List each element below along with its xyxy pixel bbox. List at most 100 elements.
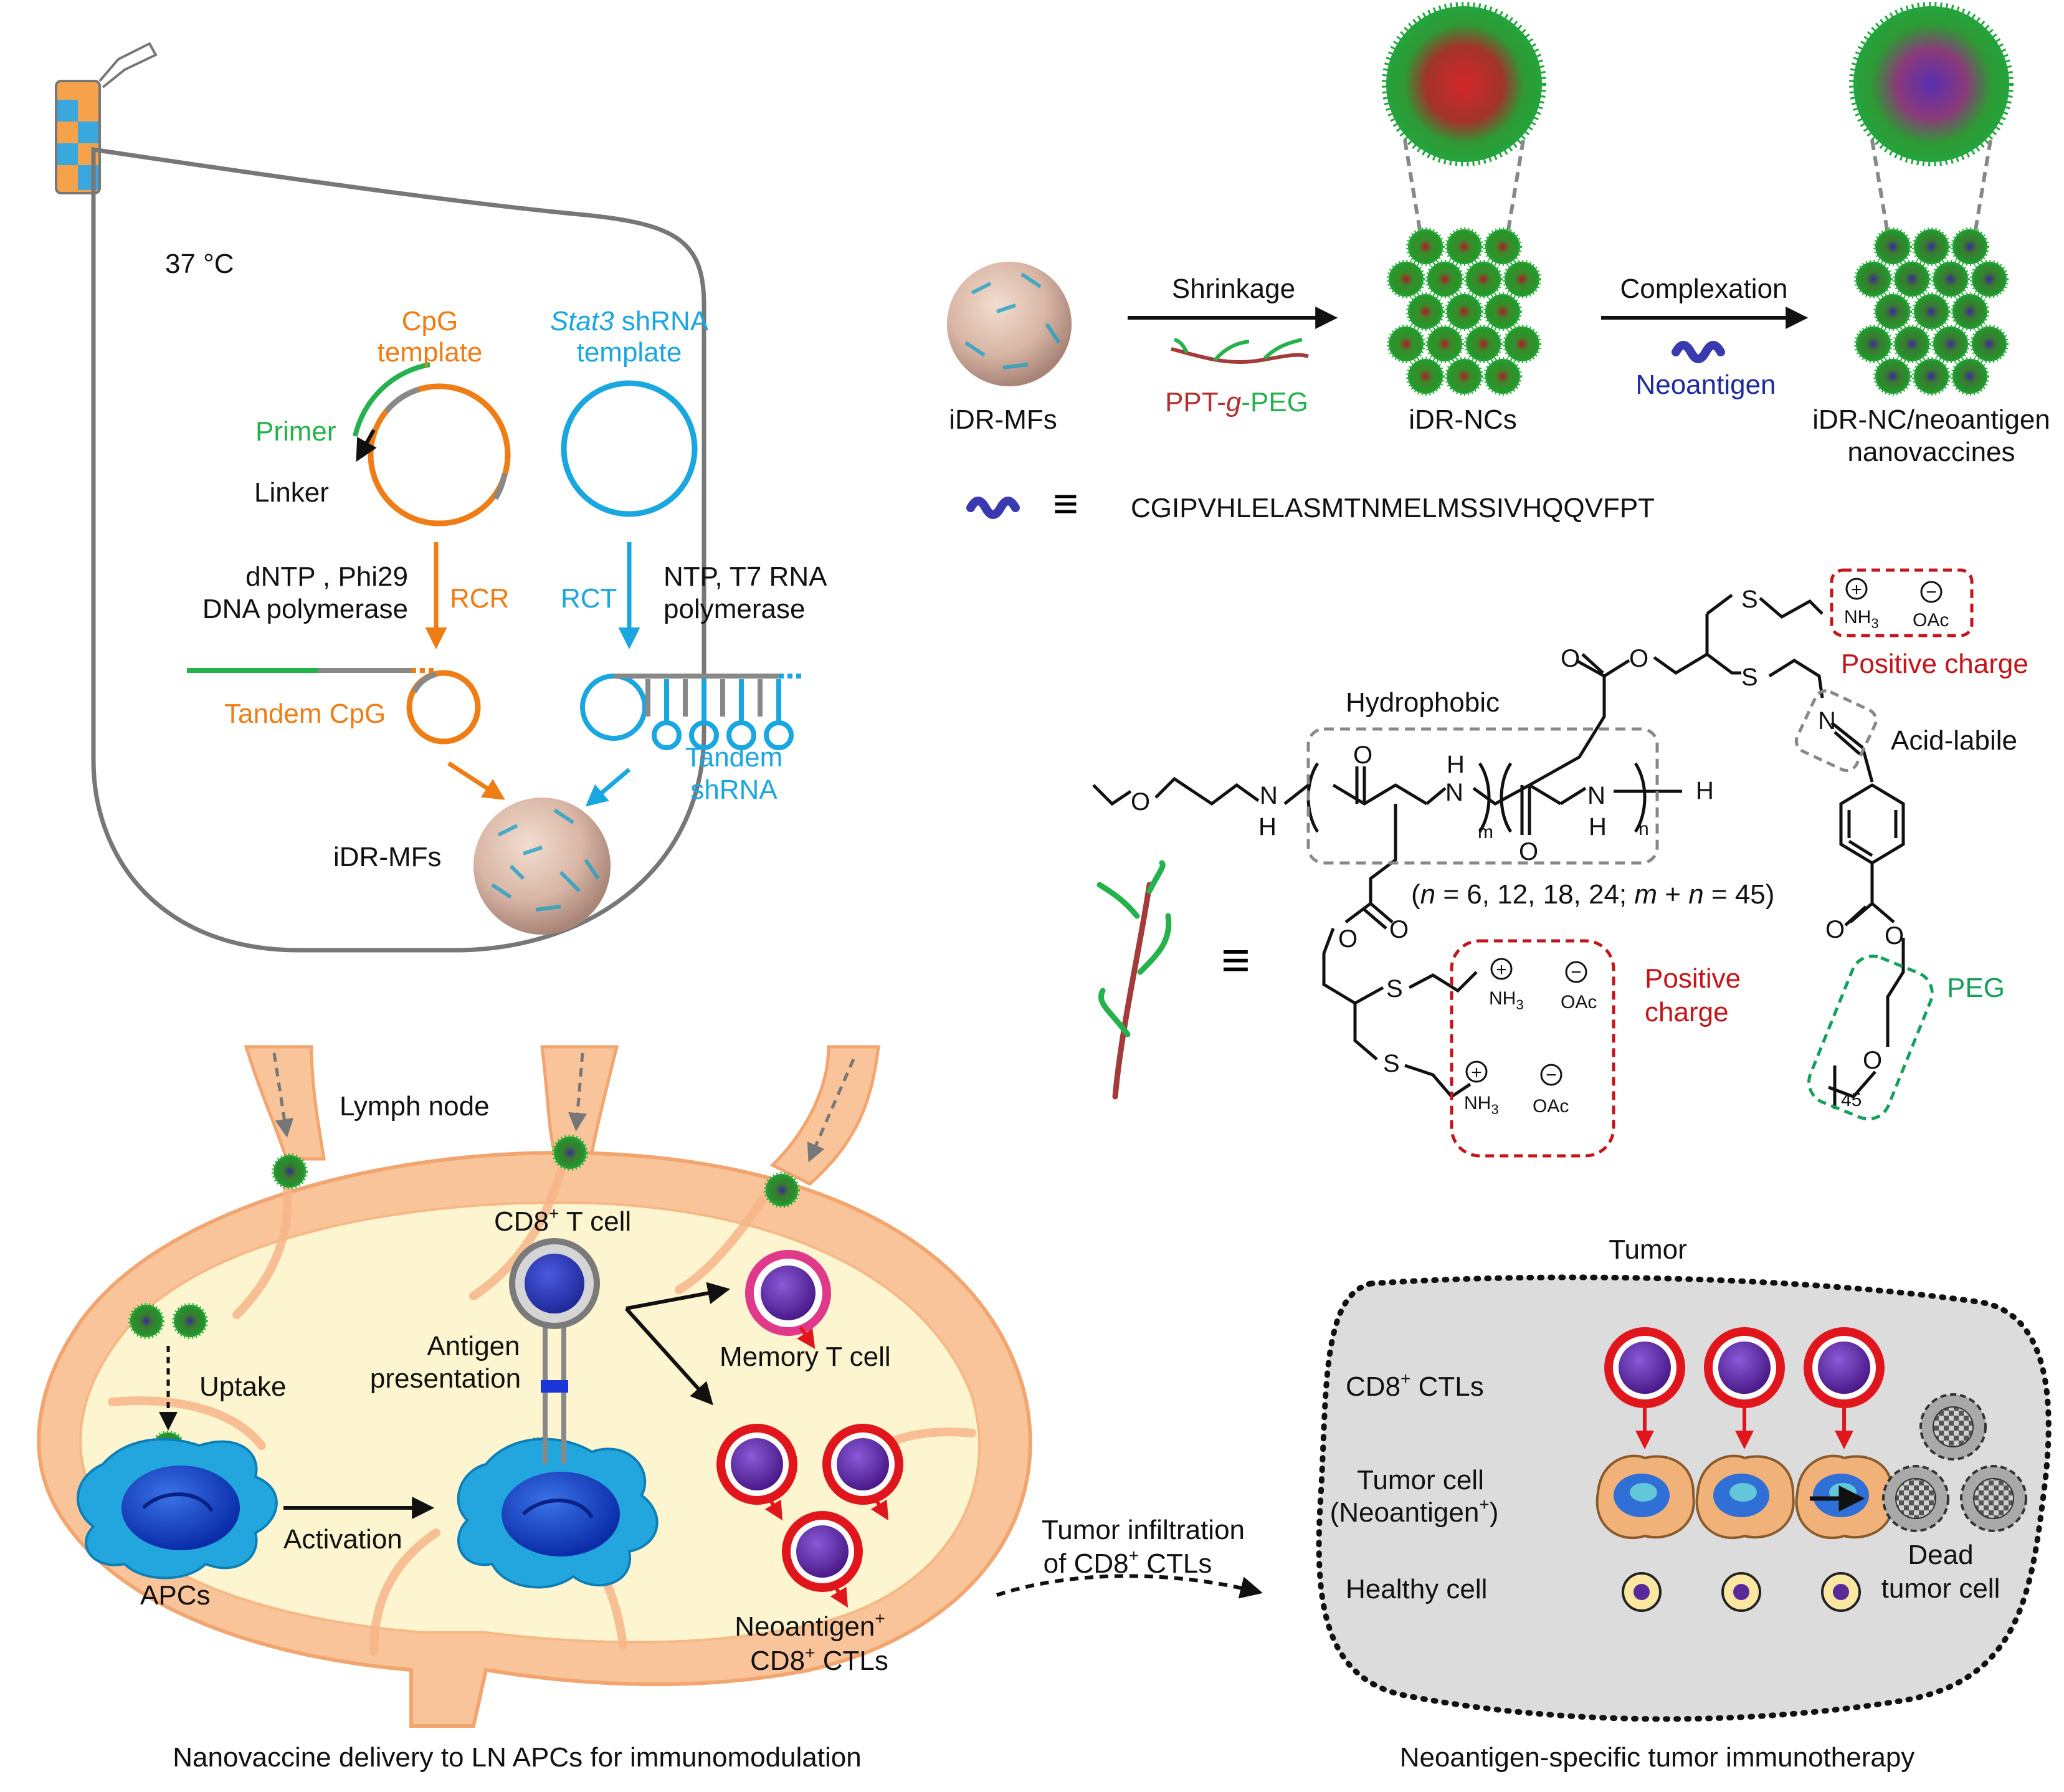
positive-charge-box-side xyxy=(1450,939,1615,1158)
nc-particle xyxy=(1387,260,1425,298)
shrinkage-label: Shrinkage xyxy=(1172,274,1295,304)
apc-cell-right xyxy=(457,1437,659,1589)
nc-particle xyxy=(1406,227,1445,266)
nanovaccine-dot xyxy=(764,1172,800,1208)
svg-text:N: N xyxy=(1818,707,1836,735)
svg-text:+: + xyxy=(1496,960,1507,980)
charge-group-lower-2: + NH3 − OAc xyxy=(1464,1060,1569,1117)
svg-text:O: O xyxy=(1389,916,1409,943)
nc-particle xyxy=(1483,357,1522,396)
assembly-panel: iDR-MFs Shrinkage PPT-g-PEG iDR-NCs Comp… xyxy=(947,2,2050,528)
tandem-cpg-label: Tandem CpG xyxy=(224,698,386,729)
lymph-node-panel: Lymph node Uptake APCs Activation CD8+ xyxy=(37,1045,1032,1773)
acid-labile-label: Acid-labile xyxy=(1891,725,2017,756)
temperature-label: 37 °C xyxy=(165,249,234,279)
nanovaccine-particle xyxy=(1893,325,1931,363)
linker-label: Linker xyxy=(254,477,329,508)
positive-charge-label-top: Positive charge xyxy=(1841,649,2028,679)
nanovaccine-particle xyxy=(1912,357,1951,396)
healthy-cell xyxy=(1821,1572,1861,1612)
svg-text:45: 45 xyxy=(1841,1090,1862,1110)
to-ctl-arrow xyxy=(624,1307,713,1406)
svg-text:O: O xyxy=(1629,645,1648,672)
memory-t-cell xyxy=(745,1250,831,1349)
tumor-caption: Neoantigen-specific tumor immunotherapy xyxy=(1400,1742,1915,1773)
svg-text:−: − xyxy=(1546,1065,1557,1085)
svg-text:H: H xyxy=(1258,813,1277,841)
charge-group-lower-1: + NH3 − OAc xyxy=(1489,958,1597,1013)
activation-label: Activation xyxy=(283,1524,402,1555)
lymph-node-label: Lymph node xyxy=(340,1091,490,1122)
svg-text:S: S xyxy=(1741,664,1758,691)
tumor-title: Tumor xyxy=(1609,1234,1687,1265)
nc-particle xyxy=(1483,227,1522,266)
nc-particle xyxy=(1464,260,1503,298)
nanovaccine-particle xyxy=(1912,227,1951,266)
nanovaccine-particle xyxy=(1854,325,1893,363)
idr-mf-sphere-small xyxy=(473,798,611,935)
lymph-caption: Nanovaccine delivery to LN APCs for immu… xyxy=(173,1742,861,1773)
primer-strand xyxy=(353,362,430,437)
svg-text:NH3: NH3 xyxy=(1844,607,1879,631)
equiv-symbol-seq: ≡ xyxy=(1053,479,1078,528)
nc-particle xyxy=(1445,292,1483,331)
complexation-label: Complexation xyxy=(1620,274,1787,304)
equiv-symbol-structure: ≡ xyxy=(1221,932,1250,988)
svg-text:O: O xyxy=(1863,1047,1882,1074)
peg-box xyxy=(1807,955,1934,1121)
svg-text:H: H xyxy=(1447,751,1465,778)
neoantigen-ctls-label: Neoantigen+CD8+ CTLs xyxy=(735,1609,888,1676)
polymer-icon xyxy=(1171,338,1309,364)
nanovaccine-dot xyxy=(272,1153,308,1189)
nanovaccine-particle xyxy=(1931,260,1970,298)
neoantigen-ctl-cells xyxy=(716,1424,903,1608)
svg-text:NH3: NH3 xyxy=(1464,1093,1499,1117)
svg-text:N: N xyxy=(1587,782,1605,809)
shrna-to-mf-arrow xyxy=(585,768,631,807)
svg-text:O: O xyxy=(1519,838,1538,865)
composition-label: (n = 6, 12, 18, 24; m + n = 45) xyxy=(1411,879,1774,910)
nc-particle xyxy=(1445,227,1483,266)
apc-cell-left xyxy=(77,1438,278,1580)
acid-labile-box xyxy=(1794,689,1878,773)
nc-particle xyxy=(1425,325,1464,363)
uptake-label: Uptake xyxy=(199,1371,286,1402)
hydrophobic-label: Hydrophobic xyxy=(1346,687,1500,718)
svg-text:O: O xyxy=(1561,645,1580,672)
tumor-cell xyxy=(1596,1454,1695,1540)
tandem-cpg-strand xyxy=(187,668,481,745)
to-memory-arrow xyxy=(625,1282,731,1310)
polymer-label: PPT-g-PEG xyxy=(1165,387,1308,417)
neoantigen-icon xyxy=(1672,341,1725,363)
svg-text:H: H xyxy=(1589,813,1607,841)
tumor-panel: Tumor CD8+ CTLs Tumor cell(Neoantigen+) … xyxy=(1316,1234,2052,1773)
svg-text:m: m xyxy=(1478,822,1493,842)
ctl-cell xyxy=(782,1511,863,1608)
nanovaccine-particle xyxy=(1951,357,1989,396)
stat3-template-circle xyxy=(561,380,698,517)
healthy-cell xyxy=(1721,1572,1761,1612)
peg-label: PEG xyxy=(1947,973,2005,1003)
svg-text:+: + xyxy=(1471,1062,1482,1083)
ctl-cell xyxy=(1804,1327,1885,1449)
nanovaccine-particle xyxy=(1931,325,1970,363)
nc-particle xyxy=(1464,325,1503,363)
cd8-t-cell-label: CD8+ T cell xyxy=(494,1204,631,1237)
ctl-cell xyxy=(716,1424,797,1521)
rct-label: RCT xyxy=(561,583,617,614)
idr-ncs-label: iDR-NCs xyxy=(1409,404,1517,435)
dead-tumor-cells xyxy=(1882,1393,2027,1532)
cpg-template xyxy=(353,362,511,527)
cd8-t-cell-naive xyxy=(509,1238,600,1329)
ctl-cell xyxy=(1704,1327,1785,1449)
polymer-sketch xyxy=(1096,860,1172,1100)
svg-text:OAc: OAc xyxy=(1561,992,1597,1013)
